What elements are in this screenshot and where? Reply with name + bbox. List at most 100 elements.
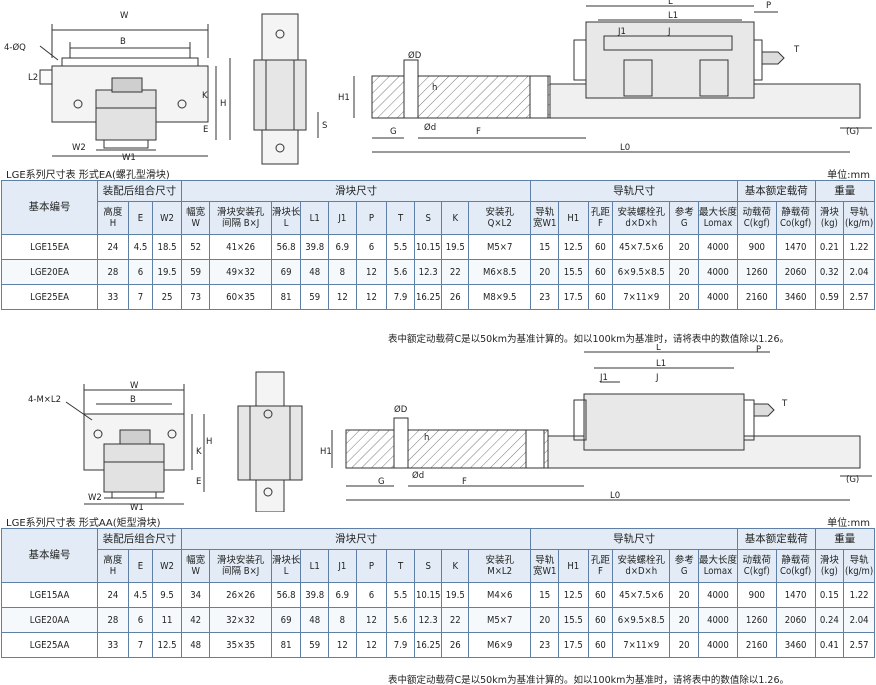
model-cell: LGE20AA — [0, 607, 99, 633]
ea-header-wr: 导轨(kg/m) — [843, 201, 875, 235]
table-cell: 4000 — [698, 632, 738, 658]
table-cell: M6×9 — [468, 632, 532, 658]
table-cell: 1260 — [736, 259, 777, 285]
table-cell: 17.5 — [558, 284, 589, 310]
table-cell: 1.22 — [843, 234, 875, 260]
table-cell: 59 — [300, 632, 330, 658]
table-cell: 6 — [355, 582, 388, 608]
table-cell: 41×26 — [209, 234, 272, 260]
table-cell: 60×35 — [209, 284, 272, 310]
aa-header-e: E — [127, 549, 154, 583]
ea-label-w: W — [120, 11, 129, 21]
table-cell: 12 — [355, 259, 388, 285]
table-cell: 4000 — [698, 607, 738, 633]
table-cell: 15 — [530, 234, 559, 260]
aa-label-h-small: h — [424, 433, 429, 443]
aa-header-bj: 滑块安装孔间隔 B×J — [209, 549, 272, 583]
table-cell: 0.24 — [814, 607, 845, 633]
table-cell: 6.9 — [328, 582, 357, 608]
table-cell: 3460 — [775, 284, 816, 310]
table-cell: 5.5 — [386, 234, 415, 260]
ea-front-view — [39, 24, 231, 157]
ea-header-w1: 导轨宽W1 — [530, 201, 559, 235]
table-cell: 19.5 — [441, 582, 470, 608]
table-cell: 39.8 — [300, 234, 330, 260]
table-cell: 12.5 — [152, 632, 182, 658]
ea-header-t: T — [386, 201, 415, 235]
table-cell: 12 — [355, 607, 388, 633]
table-cell: M6×8.5 — [468, 259, 532, 285]
ea-header-bj: 滑块安装孔间隔 B×J — [209, 201, 272, 235]
table-cell: 6 — [127, 259, 154, 285]
table-cell: 26×26 — [209, 582, 272, 608]
table-cell: 33 — [97, 632, 129, 658]
table-cell: 0.41 — [814, 632, 845, 658]
aa-header-wr: 导轨(kg/m) — [843, 549, 875, 583]
ea-unit-label: 单位:mm — [827, 170, 870, 181]
table-cell: 25 — [152, 284, 182, 310]
table-cell: 11 — [152, 607, 182, 633]
table-cell: 0.32 — [814, 259, 845, 285]
aa-header-load: 基本额定载荷 — [736, 528, 816, 550]
ea-side-view — [253, 13, 319, 165]
table-cell: 23 — [530, 284, 559, 310]
aa-label-d: ØD — [394, 404, 408, 415]
aa-label-hole: 4-M×L2 — [28, 395, 61, 405]
table-cell: 8 — [328, 259, 357, 285]
ea-label-l0: L0 — [620, 143, 630, 153]
table-cell: 22 — [441, 259, 470, 285]
table-cell: 6 — [355, 234, 388, 260]
table-cell: 2160 — [736, 284, 777, 310]
aa-long-view — [331, 351, 872, 501]
aa-header-p: P — [355, 549, 388, 583]
aa-label-l1: L1 — [656, 359, 666, 369]
table-cell: 7 — [127, 284, 154, 310]
table-cell: M5×7 — [468, 234, 532, 260]
ea-note: 表中额定动载荷C是以50km为基准计算的。如以100km为基准时，请将表中的数值… — [388, 334, 790, 345]
table-cell: 56.8 — [270, 234, 302, 260]
aa-note: 表中额定动载荷C是以50km为基准计算的。如以100km为基准时，请将表中的数值… — [388, 675, 790, 685]
aa-side-view — [237, 371, 303, 512]
table-cell: 33 — [97, 284, 129, 310]
ea-label-hole: 4-ØQ — [4, 42, 26, 53]
table-cell: 20 — [669, 284, 699, 310]
table-cell: 45×7.5×6 — [612, 582, 671, 608]
table-cell: 39.8 — [300, 582, 330, 608]
table-cell: 5.6 — [386, 259, 415, 285]
ea-label-d: ØD — [408, 50, 422, 61]
aa-front-view — [65, 384, 205, 505]
table-cell: 60 — [587, 632, 614, 658]
table-cell: 3460 — [775, 632, 816, 658]
table-cell: 81 — [270, 284, 302, 310]
table-cell: 7×11×9 — [612, 284, 671, 310]
ea-header-k: K — [441, 201, 470, 235]
ea-header-e: E — [127, 201, 154, 235]
aa-label-gp: (G) — [846, 475, 859, 485]
ea-label-k: K — [202, 91, 208, 101]
table-cell: 26 — [441, 284, 470, 310]
aa-label-f: F — [462, 477, 467, 487]
aa-label-j: J — [655, 373, 659, 383]
ea-label-gp: (G) — [846, 127, 859, 137]
table-cell: 20 — [669, 582, 699, 608]
ea-header-h1: H1 — [558, 201, 589, 235]
table-cell: 7.9 — [386, 632, 415, 658]
ea-header-l1: L1 — [300, 201, 330, 235]
ea-label-l: L — [668, 0, 673, 7]
ea-label-w1: W1 — [122, 153, 136, 163]
table-cell: 7 — [127, 632, 154, 658]
aa-header-assembly: 装配后组合尺寸 — [97, 528, 182, 550]
ea-header-p: P — [355, 201, 388, 235]
ea-label-h1: H1 — [338, 93, 350, 103]
table-cell: 34 — [180, 582, 211, 608]
